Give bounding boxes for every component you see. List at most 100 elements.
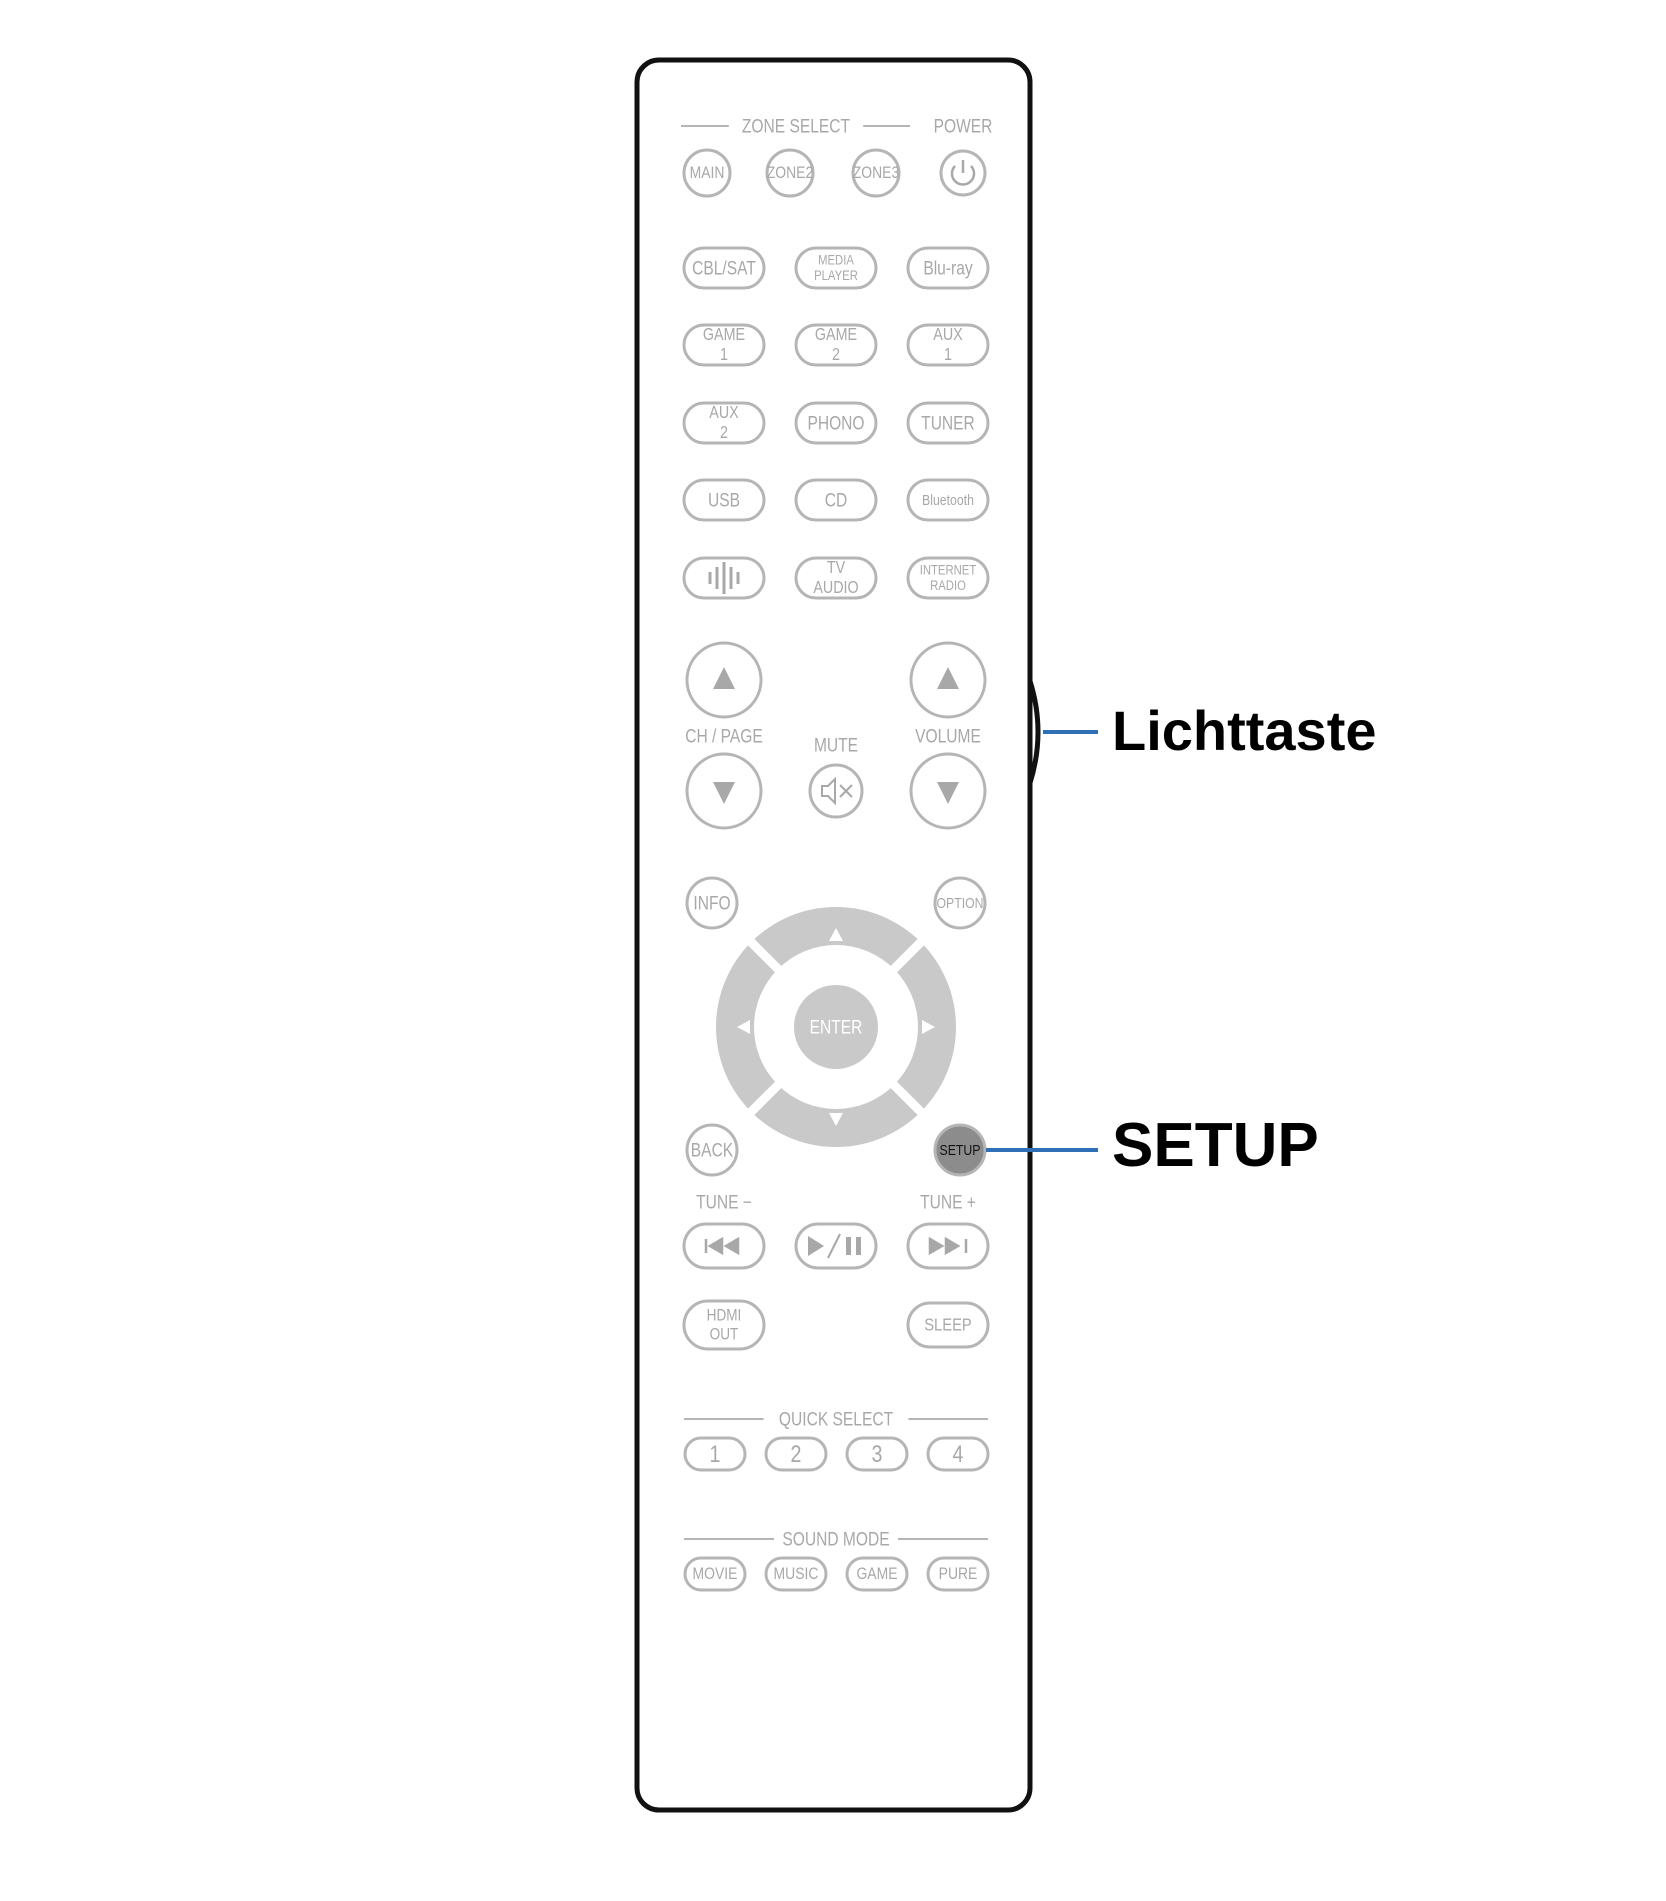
zone-button-main-outline xyxy=(682,148,732,198)
zone-button-main[interactable]: MAIN xyxy=(682,148,732,198)
source-button-cd[interactable]: CD xyxy=(794,478,878,522)
info-button[interactable]: INFO xyxy=(685,876,739,930)
sound-mode-button-pure[interactable]: PURE xyxy=(926,1556,990,1592)
source-button-cbl-sat-outline xyxy=(682,246,766,290)
nav-divider xyxy=(887,1078,927,1118)
sleep-button[interactable]: SLEEP xyxy=(906,1301,990,1349)
play-icon xyxy=(808,1236,824,1256)
next-button[interactable] xyxy=(906,1222,990,1270)
source-button-game-2-label-line2: 2 xyxy=(832,346,840,365)
quick-select-button-4[interactable]: 4 xyxy=(926,1436,990,1472)
info-button-outline xyxy=(685,876,739,930)
source-button-game-2-label-line1: GAME xyxy=(815,326,857,345)
source-button-blu-ray[interactable]: Blu-ray xyxy=(906,246,990,290)
source-button-phono-label: PHONO xyxy=(807,412,864,434)
sleep-button-outline xyxy=(906,1301,990,1349)
zone-button-zone3[interactable]: ZONE3 xyxy=(851,148,901,198)
quick-select-button-3[interactable]: 3 xyxy=(845,1436,909,1472)
source-button-aux-2-label-line1: AUX xyxy=(709,404,739,423)
quick-select-button-2[interactable]: 2 xyxy=(764,1436,828,1472)
zone-button-zone2-label: ZONE2 xyxy=(767,164,813,183)
quick-select-button-2-outline xyxy=(764,1436,828,1472)
source-button-media-player-outline xyxy=(794,246,878,290)
sound-mode-button-movie-label: MOVIE xyxy=(693,1565,738,1584)
hdmi-out-button-outline xyxy=(682,1299,766,1351)
power-button[interactable] xyxy=(939,149,987,197)
quick-select-label: QUICK SELECT xyxy=(684,1408,988,1430)
nav-left-icon[interactable] xyxy=(737,1020,750,1034)
option-button[interactable]: OPTION xyxy=(933,876,987,930)
source-button-aux-1-outline xyxy=(906,323,990,367)
channel-up-button[interactable] xyxy=(685,641,763,719)
sound-mode-button-pure-outline xyxy=(926,1556,990,1592)
zone-button-zone2[interactable]: ZONE2 xyxy=(765,148,815,198)
source-button-aux-1-label-line2: 1 xyxy=(944,346,952,365)
hdmi-out-button-label-line2: OUT xyxy=(710,1325,739,1344)
channel-down-button[interactable] xyxy=(685,752,763,830)
slash-icon xyxy=(827,1233,841,1259)
nav-divider xyxy=(887,936,927,976)
source-button-tv-audio-label-line1: TV xyxy=(827,559,846,578)
navigation-pad[interactable]: ENTER xyxy=(716,907,956,1147)
zone-button-zone2-outline xyxy=(765,148,815,198)
zone-button-zone3-outline xyxy=(851,148,901,198)
sleep-button-label: SLEEP xyxy=(924,1315,972,1335)
back-button[interactable]: BACK xyxy=(685,1123,739,1177)
mute-button[interactable] xyxy=(808,763,864,819)
source-button-aux-2-outline xyxy=(682,401,766,445)
sound-mode-button-music[interactable]: MUSIC xyxy=(764,1556,828,1592)
option-button-label: OPTION xyxy=(936,895,983,911)
source-button-phono[interactable]: PHONO xyxy=(794,401,878,445)
tune-minus-label: TUNE − xyxy=(696,1191,752,1213)
back-button-label: BACK xyxy=(691,1139,734,1161)
quick-select-button-1[interactable]: 1 xyxy=(683,1436,747,1472)
setup-button-label: SETUP xyxy=(940,1142,981,1158)
source-button-tv-audio-label-line2: AUDIO xyxy=(813,579,858,598)
source-button-internet-radio-label-line1: INTERNET xyxy=(920,563,977,578)
quick-select-button-1-outline xyxy=(683,1436,747,1472)
quick-select-label-text: QUICK SELECT xyxy=(779,1408,894,1430)
volume-up-button[interactable] xyxy=(909,641,987,719)
nav-right-icon[interactable] xyxy=(922,1020,935,1034)
source-button-tuner-label: TUNER xyxy=(921,412,975,434)
source-button-usb[interactable]: USB xyxy=(682,478,766,522)
zone-button-zone3-label: ZONE3 xyxy=(853,164,899,183)
sound-mode-button-game[interactable]: GAME xyxy=(845,1556,909,1592)
volume-down-button[interactable] xyxy=(909,752,987,830)
sound-mode-button-music-outline xyxy=(764,1556,828,1592)
pause-icon xyxy=(846,1237,861,1255)
nav-down-icon[interactable] xyxy=(829,1113,843,1126)
source-button-tuner[interactable]: TUNER xyxy=(906,401,990,445)
zone-select-label: ZONE SELECT xyxy=(681,115,910,137)
source-button-media-player-label-line1: MEDIA xyxy=(818,253,854,268)
play-pause-button[interactable] xyxy=(794,1222,878,1270)
heos-button[interactable] xyxy=(682,556,766,600)
source-button-game-1-label-line2: 1 xyxy=(720,346,728,365)
light-button-bump[interactable] xyxy=(1027,680,1041,784)
source-button-bluetooth[interactable]: Bluetooth xyxy=(906,478,990,522)
callout-setup-label: SETUP xyxy=(1112,1111,1319,1180)
ch-page-label: CH / PAGE xyxy=(685,725,763,747)
enter-button[interactable] xyxy=(794,985,878,1069)
previous-button[interactable] xyxy=(682,1222,766,1270)
triangle-up-icon xyxy=(713,667,735,689)
source-button-game-2-outline xyxy=(794,323,878,367)
setup-button[interactable]: SETUP xyxy=(933,1123,987,1177)
speaker-mute-icon xyxy=(821,776,836,806)
nav-up-icon[interactable] xyxy=(829,928,843,941)
sound-mode-button-movie[interactable]: MOVIE xyxy=(683,1556,747,1592)
source-button-cbl-sat[interactable]: CBL/SAT xyxy=(682,246,766,290)
